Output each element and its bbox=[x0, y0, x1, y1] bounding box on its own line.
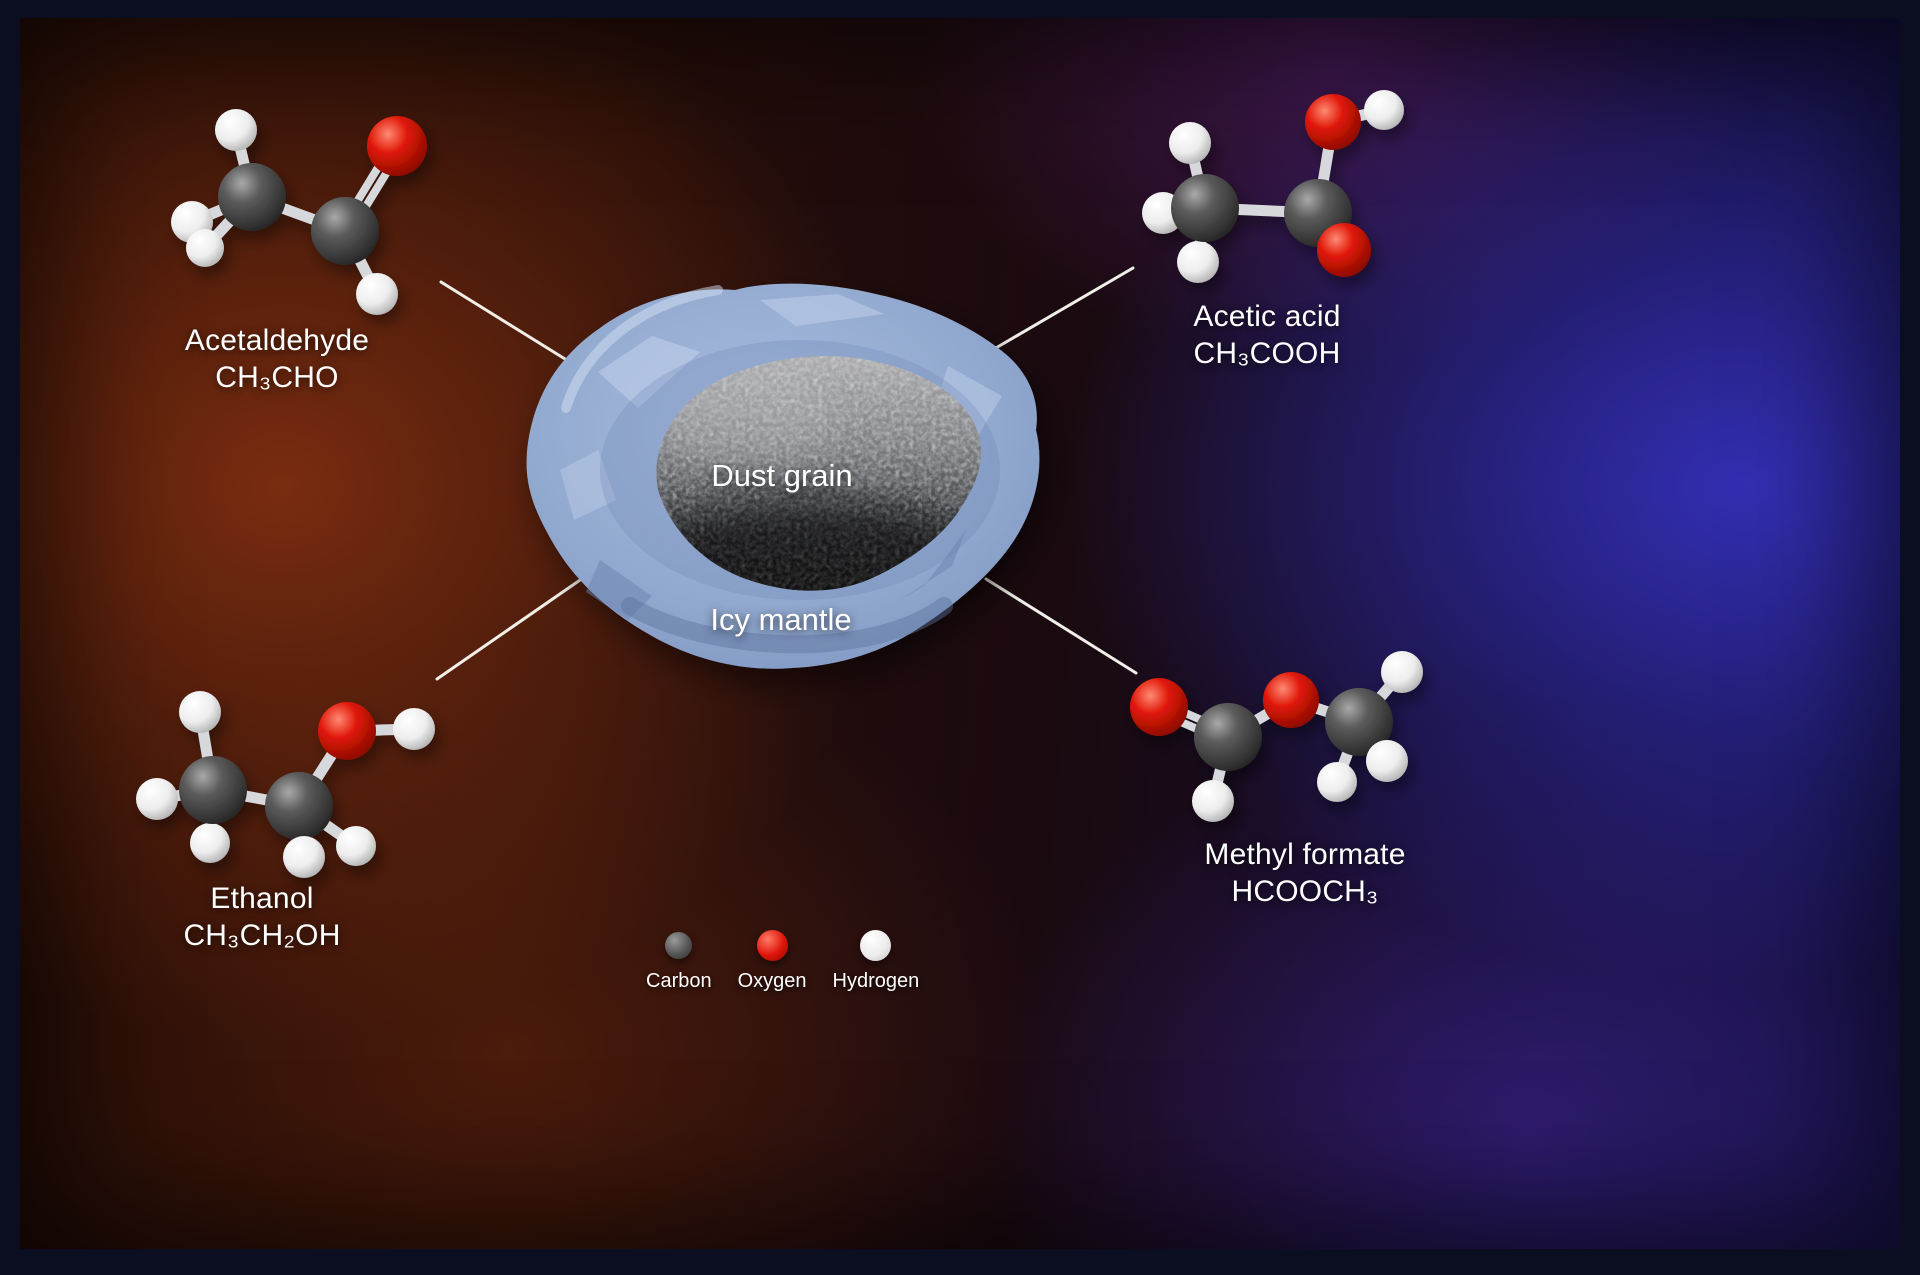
methyl-formate-model bbox=[1130, 651, 1423, 822]
legend-item-oxygen: Oxygen bbox=[738, 928, 807, 993]
hydrogen-atom bbox=[356, 273, 398, 315]
carbon-atom bbox=[311, 197, 379, 265]
connector-line bbox=[984, 577, 1138, 675]
carbon-swatch-icon bbox=[665, 931, 693, 959]
molecule-name: Methyl formate bbox=[1204, 838, 1406, 871]
molecule-formula: CH₃CHO bbox=[215, 361, 339, 394]
hydrogen-atom bbox=[393, 708, 435, 750]
carbon-atom bbox=[1171, 174, 1239, 242]
connector-line bbox=[435, 576, 585, 681]
carbon-atom bbox=[1194, 703, 1262, 771]
hydrogen-atom bbox=[1317, 762, 1357, 802]
molecule-name: Ethanol bbox=[210, 882, 314, 915]
connector-line bbox=[987, 266, 1135, 354]
icy-mantle-label: Icy mantle bbox=[710, 602, 852, 637]
molecule-formula: HCOOCH₃ bbox=[1231, 875, 1379, 908]
molecule-name: Acetic acid bbox=[1193, 300, 1341, 333]
acetic-acid-label: Acetic acid CH₃COOH bbox=[1107, 298, 1427, 372]
hydrogen-atom bbox=[186, 229, 224, 267]
legend-item-hydrogen: Hydrogen bbox=[832, 928, 920, 993]
methyl-formate-label: Methyl formate HCOOCH₃ bbox=[1125, 836, 1485, 910]
hydrogen-atom bbox=[1366, 740, 1408, 782]
acetaldehyde-model bbox=[171, 109, 427, 315]
hydrogen-atom bbox=[336, 826, 376, 866]
acetaldehyde-label: Acetaldehyde CH₃CHO bbox=[117, 322, 437, 396]
hydrogen-swatch-icon bbox=[860, 929, 892, 961]
connector-lines bbox=[435, 266, 1138, 681]
hydrogen-atom bbox=[283, 836, 325, 878]
legend-item-carbon: Carbon bbox=[646, 928, 712, 993]
hydrogen-atom bbox=[1169, 122, 1211, 164]
hydrogen-atom bbox=[1177, 241, 1219, 283]
oxygen-atom bbox=[1263, 672, 1319, 728]
hydrogen-atom bbox=[136, 778, 178, 820]
dust-grain-label: Dust grain bbox=[711, 458, 853, 493]
hydrogen-atom bbox=[215, 109, 257, 151]
carbon-atom bbox=[218, 163, 286, 231]
legend-label: Carbon bbox=[646, 970, 712, 992]
ethanol-model bbox=[136, 691, 435, 878]
legend: Carbon Oxygen Hydrogen bbox=[646, 928, 919, 993]
hydrogen-dot-wrap bbox=[860, 928, 892, 962]
legend-label: Oxygen bbox=[737, 970, 807, 992]
carbon-atom bbox=[265, 772, 333, 840]
acetic-acid-model bbox=[1142, 90, 1404, 283]
ethanol-label: Ethanol CH₃CH₂OH bbox=[102, 880, 422, 954]
molecule-formula: CH₃CH₂OH bbox=[183, 919, 341, 952]
connector-line bbox=[439, 280, 588, 374]
oxygen-atom bbox=[367, 116, 427, 176]
oxygen-atom bbox=[1130, 678, 1188, 736]
carbon-dot-wrap bbox=[665, 928, 693, 962]
hydrogen-atom bbox=[1381, 651, 1423, 693]
oxygen-dot-wrap bbox=[756, 928, 788, 962]
hydrogen-atom bbox=[179, 691, 221, 733]
oxygen-atom bbox=[318, 702, 376, 760]
hydrogen-atom bbox=[1192, 780, 1234, 822]
molecule-formula: CH₃COOH bbox=[1193, 337, 1341, 370]
oxygen-atom bbox=[1305, 94, 1361, 150]
carbon-atom bbox=[179, 756, 247, 824]
molecule-name: Acetaldehyde bbox=[184, 324, 370, 357]
carbon-atom bbox=[1325, 688, 1393, 756]
oxygen-atom bbox=[1317, 223, 1371, 277]
legend-label: Hydrogen bbox=[832, 970, 920, 992]
hydrogen-atom bbox=[1364, 90, 1404, 130]
hydrogen-atom bbox=[190, 823, 230, 863]
oxygen-swatch-icon bbox=[756, 929, 788, 961]
